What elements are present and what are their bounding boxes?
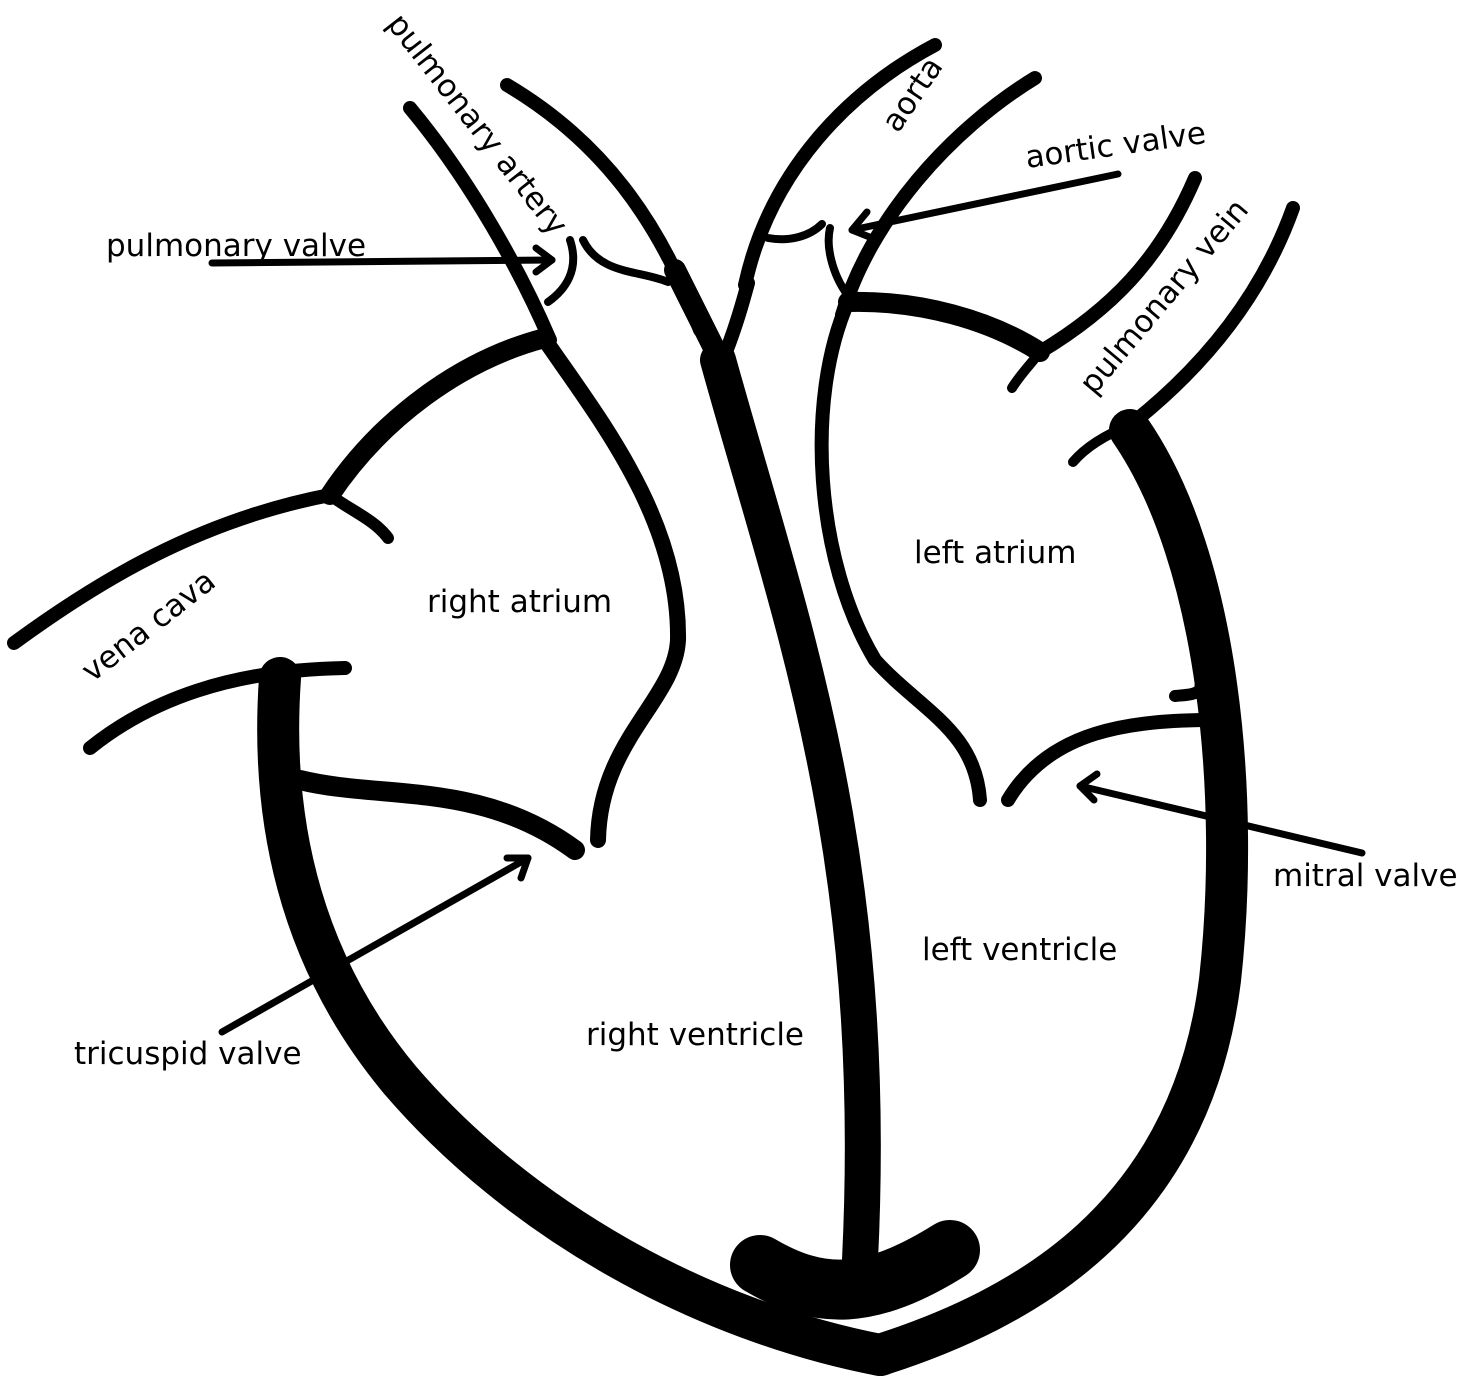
mitral-valve-leaflet xyxy=(1008,720,1215,800)
left-atrium-top-wall xyxy=(848,302,1040,352)
tricuspid-valve-arrow xyxy=(222,858,528,1032)
vena-cava-lower-wall xyxy=(90,668,345,748)
tricuspid-valve-leaflet xyxy=(300,780,575,850)
label-pulmonary-valve: pulmonary valve xyxy=(106,228,366,264)
septum-base-right xyxy=(722,283,748,362)
label-right-ventricle: right ventricle xyxy=(586,1017,804,1053)
aortic-valve-cusp-right xyxy=(829,228,850,298)
label-aorta: aorta xyxy=(875,50,951,138)
label-left-atrium: left atrium xyxy=(914,535,1076,571)
label-tricuspid-valve: tricuspid valve xyxy=(74,1036,302,1072)
right-atrium-top-stub xyxy=(330,495,388,538)
right-atrium-top-wall xyxy=(330,338,545,495)
label-mitral-valve: mitral valve xyxy=(1273,858,1458,894)
label-left-ventricle: left ventricle xyxy=(922,932,1117,968)
label-aortic-valve: aortic valve xyxy=(1023,115,1208,176)
aortic-valve-cusp-left xyxy=(768,224,822,239)
septum xyxy=(718,360,863,1260)
label-right-atrium: right atrium xyxy=(427,584,612,620)
pulmonary-valve-cusp xyxy=(548,240,573,302)
